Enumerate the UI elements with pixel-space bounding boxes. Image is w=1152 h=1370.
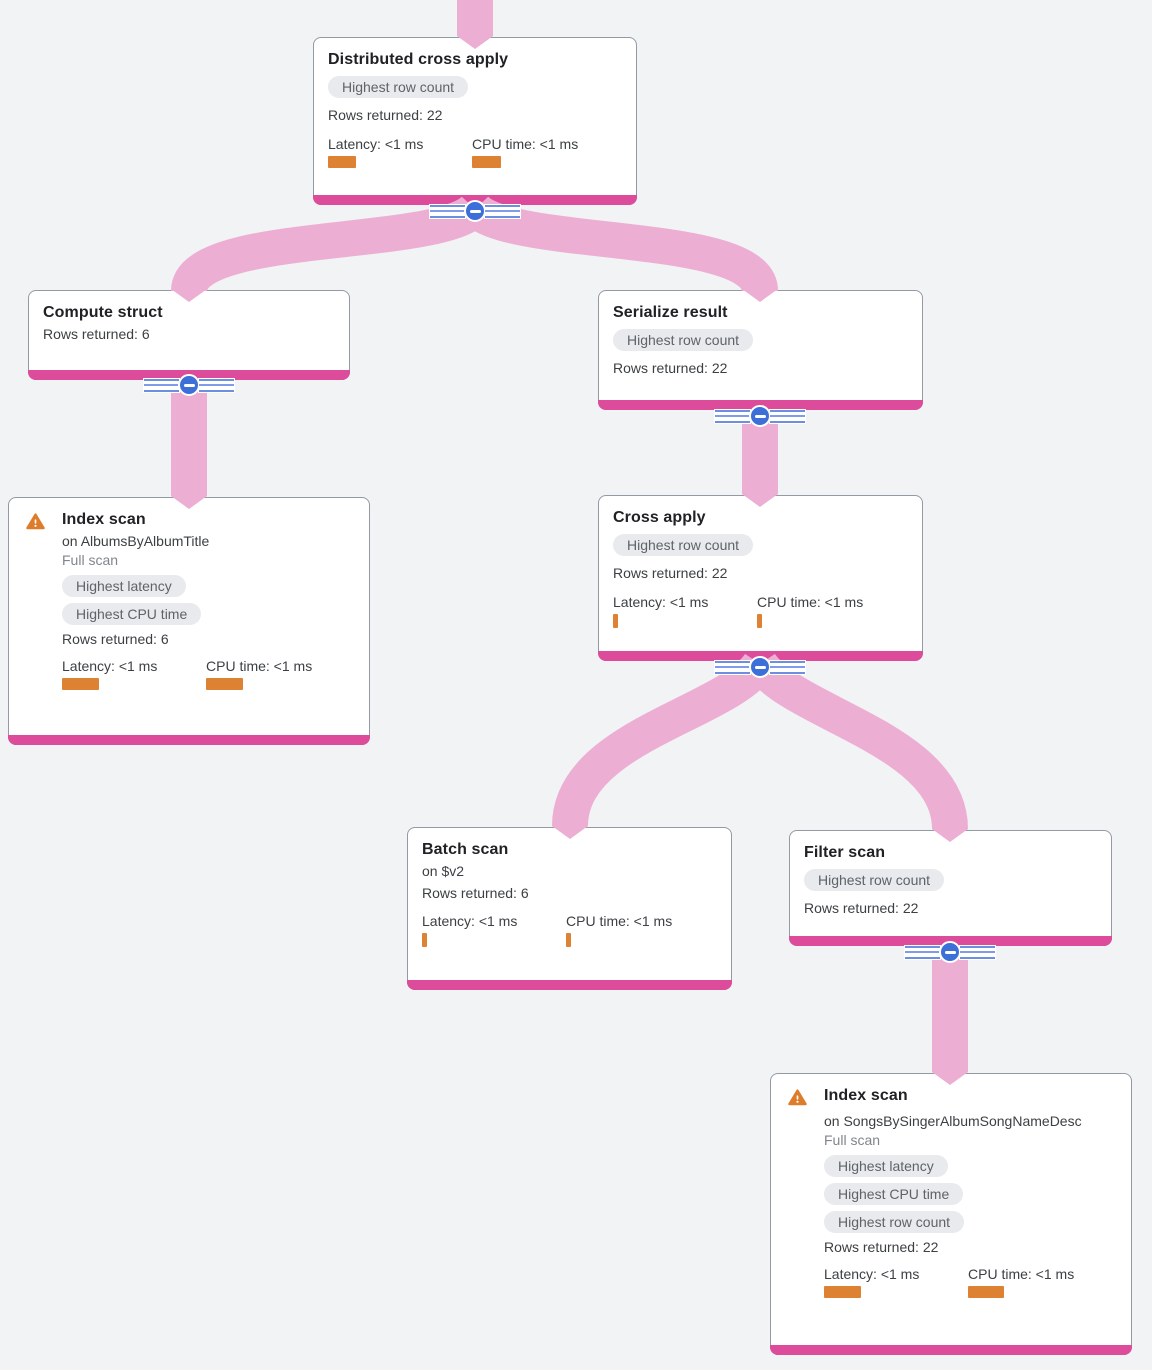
plan-node-filter-scan[interactable]: Filter scan Highest row count Rows retur… [789, 830, 1112, 946]
cpu-time-label: CPU time: <1 ms [968, 1266, 1075, 1282]
latency-label: Latency: <1 ms [62, 658, 158, 674]
minus-icon [178, 374, 200, 396]
latency-label: Latency: <1 ms [422, 913, 518, 929]
rows-returned: Rows returned: 6 [43, 326, 150, 342]
plan-node-compute-struct[interactable]: Compute struct Rows returned: 6 [28, 290, 350, 380]
plan-node-index-scan-songs[interactable]: Index scan on SongsBySingerAlbumSongName… [770, 1073, 1132, 1355]
rows-returned: Rows returned: 22 [804, 900, 919, 916]
badge-highest-row-count: Highest row count [804, 869, 945, 891]
minus-icon [749, 405, 771, 427]
rows-returned: Rows returned: 6 [422, 885, 529, 901]
rows-returned: Rows returned: 22 [824, 1239, 939, 1255]
rows-returned: Rows returned: 22 [613, 565, 728, 581]
latency-bar [328, 156, 356, 168]
cpu-time-bar [206, 678, 243, 690]
collapse-button-distributed-cross-apply[interactable] [430, 200, 520, 222]
scan-type: Full scan [824, 1132, 881, 1148]
collapsed-rows-stripe [430, 204, 465, 218]
node-title: Cross apply [613, 509, 706, 526]
cpu-time-label: CPU time: <1 ms [472, 136, 579, 152]
collapse-button-serialize-result[interactable] [715, 405, 805, 427]
node-accent-bar [8, 735, 370, 745]
latency-bar [824, 1286, 861, 1298]
collapse-button-filter-scan[interactable] [905, 941, 995, 963]
node-subtitle: on SongsBySingerAlbumSongNameDesc [824, 1113, 1082, 1129]
cpu-time-bar [968, 1286, 1004, 1298]
node-title: Index scan [62, 511, 146, 528]
node-subtitle: on $v2 [422, 863, 465, 879]
cpu-time-bar [566, 933, 571, 947]
plan-node-serialize-result[interactable]: Serialize result Highest row count Rows … [598, 290, 923, 410]
node-title: Filter scan [804, 844, 886, 861]
badge-highest-latency: Highest latency [62, 575, 186, 597]
cpu-time-label: CPU time: <1 ms [757, 594, 864, 610]
minus-icon [749, 656, 771, 678]
node-title: Compute struct [43, 304, 163, 321]
node-accent-bar [770, 1345, 1132, 1355]
node-title: Index scan [824, 1087, 908, 1104]
latency-label: Latency: <1 ms [824, 1266, 920, 1282]
rows-returned: Rows returned: 6 [62, 631, 169, 647]
latency-label: Latency: <1 ms [613, 594, 709, 610]
collapsed-rows-stripe [905, 945, 940, 959]
plan-node-distributed-cross-apply[interactable]: Distributed cross apply Highest row coun… [313, 37, 637, 205]
edge-cross-apply-to-filter-scan [745, 652, 968, 831]
scan-type: Full scan [62, 552, 119, 568]
collapsed-rows-stripe [144, 378, 179, 392]
latency-bar [422, 933, 427, 947]
node-accent-bar [407, 980, 732, 990]
badge-highest-row-count: Highest row count [613, 534, 754, 556]
plan-node-batch-scan[interactable]: Batch scan on $v2 Rows returned: 6 Laten… [407, 827, 732, 990]
latency-bar [613, 614, 618, 628]
badge-highest-latency: Highest latency [824, 1155, 948, 1177]
badge-highest-row-count: Highest row count [824, 1211, 965, 1233]
collapsed-rows-stripe [199, 378, 234, 392]
rows-returned: Rows returned: 22 [613, 360, 728, 376]
badge-highest-row-count: Highest row count [613, 329, 754, 351]
plan-node-cross-apply[interactable]: Cross apply Highest row count Rows retur… [598, 495, 923, 661]
collapsed-rows-stripe [715, 409, 750, 423]
collapsed-rows-stripe [770, 409, 805, 423]
plan-node-index-scan-albums[interactable]: Index scan on AlbumsByAlbumTitle Full sc… [8, 497, 370, 745]
collapsed-rows-stripe [770, 660, 805, 674]
latency-label: Latency: <1 ms [328, 136, 424, 152]
warning-icon [26, 513, 45, 530]
node-title: Batch scan [422, 841, 509, 858]
minus-icon [464, 200, 486, 222]
warning-icon [788, 1089, 807, 1106]
cpu-time-bar [472, 156, 501, 168]
node-title: Distributed cross apply [328, 51, 509, 68]
cpu-time-label: CPU time: <1 ms [566, 913, 673, 929]
collapse-button-cross-apply[interactable] [715, 656, 805, 678]
cpu-time-label: CPU time: <1 ms [206, 658, 313, 674]
node-subtitle: on AlbumsByAlbumTitle [62, 533, 210, 549]
edge-cross-apply-to-batch-scan [552, 652, 775, 828]
collapse-button-compute-struct[interactable] [144, 374, 234, 396]
badge-highest-cpu-time: Highest CPU time [824, 1183, 964, 1205]
badge-highest-cpu-time: Highest CPU time [62, 603, 202, 625]
collapsed-rows-stripe [485, 204, 520, 218]
badge-highest-row-count: Highest row count [328, 76, 469, 98]
collapsed-rows-stripe [960, 945, 995, 959]
collapsed-rows-stripe [715, 660, 750, 674]
minus-icon [939, 941, 961, 963]
latency-bar [62, 678, 99, 690]
rows-returned: Rows returned: 22 [328, 107, 443, 123]
cpu-time-bar [757, 614, 762, 628]
node-title: Serialize result [613, 304, 728, 321]
